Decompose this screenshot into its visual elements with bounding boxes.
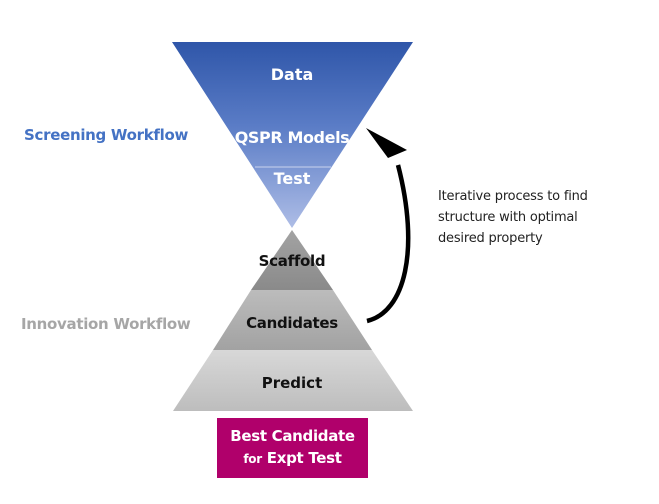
innovation-workflow-label: Innovation Workflow: [21, 315, 191, 333]
screening-workflow-label: Screening Workflow: [24, 126, 189, 144]
best-candidate-prefix: for: [243, 452, 262, 466]
layer-candidates: Candidates: [246, 314, 338, 332]
layer-data: Data: [271, 65, 314, 84]
pyramid-candidates: [213, 290, 372, 350]
best-candidate-main: Expt Test: [266, 449, 342, 467]
pyramid-predict: [173, 350, 413, 411]
best-candidate-line1: Best Candidate: [230, 427, 355, 445]
layer-scaffold: Scaffold: [259, 252, 326, 270]
iterative-process-note: Iterative process to find structure with…: [438, 186, 588, 249]
layer-test: Test: [274, 169, 311, 188]
iterative-arrow: [366, 164, 411, 324]
layer-predict: Predict: [262, 374, 323, 392]
arrow-head-icon: [366, 128, 407, 158]
screening-funnel: [172, 42, 413, 228]
note-line: Iterative process to find: [438, 189, 588, 204]
note-line: structure with optimal: [438, 210, 578, 225]
best-candidate-box: Best Candidate for Expt Test: [217, 418, 368, 478]
note-line: desired property: [438, 231, 543, 246]
layer-qspr-models: QSPR Models: [235, 128, 350, 147]
best-candidate-line2: for Expt Test: [217, 447, 368, 470]
pyramid-scaffold: [251, 230, 333, 290]
